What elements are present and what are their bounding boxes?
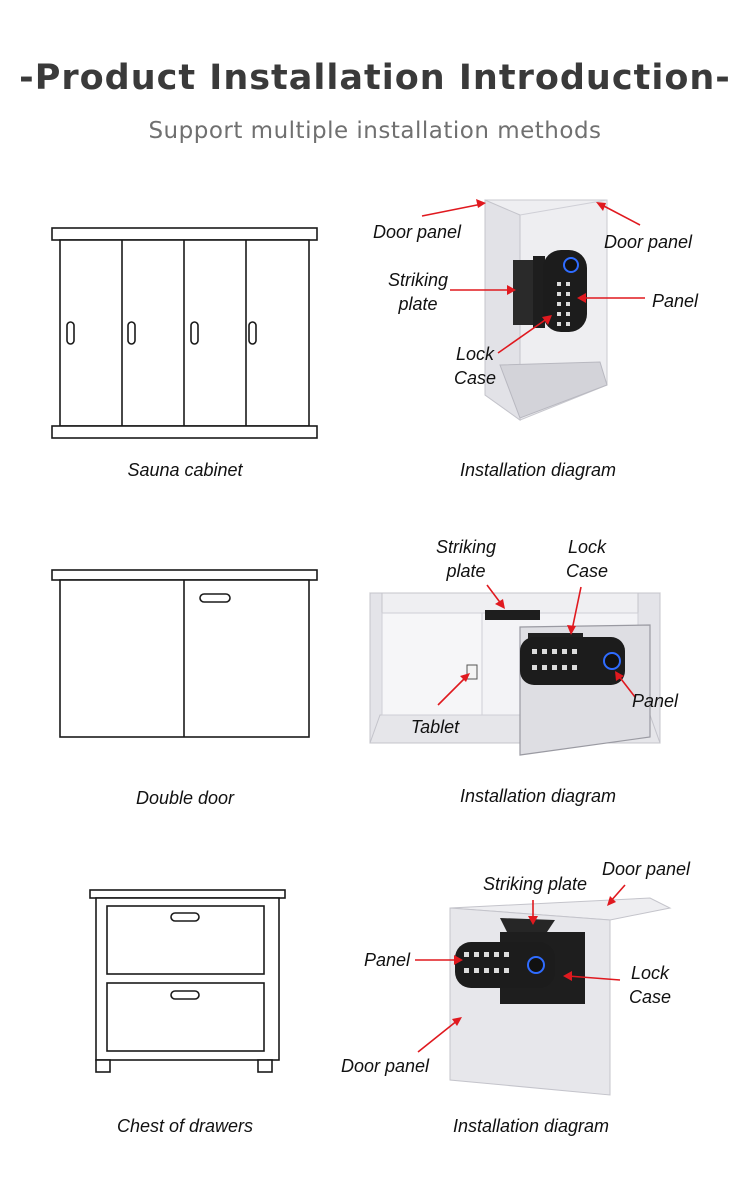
label-lock-case-1: Lock Case [453,344,497,388]
label-lock-case-3: Lock Case [628,963,672,1007]
page-subtitle: Support multiple installation methods [148,118,602,144]
caption-installation-diagram-3: Installation diagram [452,1116,610,1136]
keypad-icon [532,649,577,670]
label-door-panel-top: Door panel [601,859,691,879]
label-door-panel-right: Door panel [603,232,693,252]
keypad-icon [464,952,509,973]
label-panel-3: Panel [363,950,411,970]
install-diagram-1 [421,199,645,421]
install-diagram-2 [369,584,661,756]
keypad-panel [455,942,555,988]
label-tablet: Tablet [410,717,460,737]
label-striking-plate-3: Striking plate [482,874,588,894]
sauna-cabinet-drawing [51,227,318,439]
label-door-panel-left: Door panel [372,222,462,242]
label-striking-plate-2: Striking plate [435,537,497,581]
fingerprint-sensor-icon [527,956,545,974]
page-title: -Product Installation Introduction- [19,58,731,98]
label-striking-plate-1: Striking plate [387,270,449,314]
label-panel-2: Panel [631,691,679,711]
label-door-panel-bottom: Door panel [340,1056,430,1076]
caption-sauna-cabinet: Sauna cabinet [127,460,243,480]
fingerprint-sensor-icon [563,257,579,273]
caption-installation-diagram-2: Installation diagram [459,786,617,806]
caption-chest-of-drawers: Chest of drawers [116,1116,254,1136]
caption-double-door: Double door [135,788,235,808]
install-diagram-3 [415,884,672,1096]
chest-of-drawers-drawing [89,889,286,1073]
fingerprint-sensor-icon [603,652,621,670]
keypad-icon [557,282,570,326]
double-door-drawing [51,569,318,738]
red-arrow-icon [437,584,636,706]
caption-installation-diagram-1: Installation diagram [459,460,617,480]
label-lock-case-2: Lock Case [565,537,609,581]
label-panel-1: Panel [651,291,699,311]
red-arrow-icon [421,199,645,354]
red-arrow-icon [415,884,626,1053]
